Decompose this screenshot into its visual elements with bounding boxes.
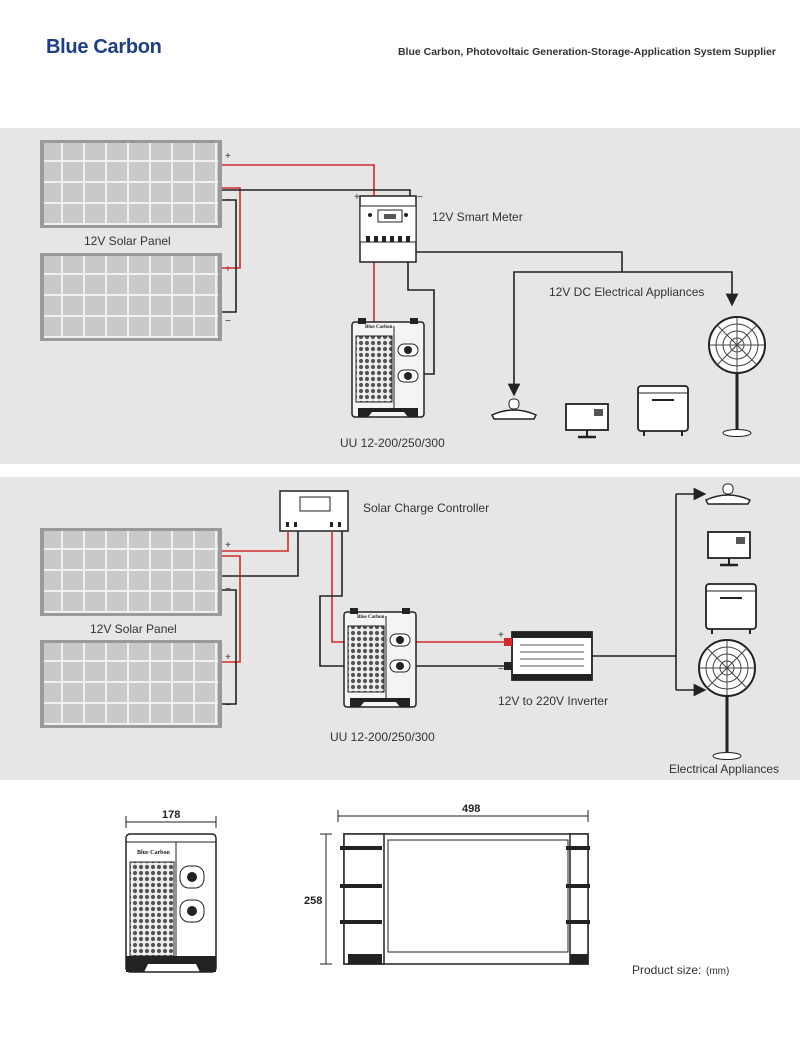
- controller-label: Solar Charge Controller: [363, 501, 489, 515]
- solar-panel-2a: [40, 528, 222, 616]
- solar-panel-1b: [40, 253, 222, 341]
- svg-text:Blue Carbon: Blue Carbon: [137, 850, 171, 856]
- svg-text:Blue Carbon: Blue Carbon: [365, 325, 393, 330]
- wiring-1: [222, 164, 739, 397]
- svg-text:−: −: [417, 192, 423, 203]
- svg-text:+: +: [225, 540, 231, 551]
- solar-panel-label-2: 12V Solar Panel: [90, 622, 177, 636]
- svg-text:−: −: [225, 316, 231, 327]
- svg-text:+: +: [225, 652, 231, 663]
- side-view-drawing: [320, 810, 590, 965]
- appliances-label: Electrical Appliances: [669, 762, 779, 776]
- fridge-icon: [705, 583, 757, 635]
- dimension-width: 178: [162, 809, 180, 821]
- svg-text:−: −: [498, 664, 504, 675]
- fridge-icon: [637, 385, 689, 437]
- fan-icon: [707, 315, 767, 438]
- dimension-length: 498: [462, 803, 480, 815]
- dimension-height: 258: [304, 895, 322, 907]
- svg-text:+: +: [225, 151, 231, 162]
- svg-text:−: −: [225, 700, 231, 711]
- battery-1: Blue Carbon: [351, 317, 425, 418]
- brand-logo: Blue Carbon: [46, 36, 162, 58]
- inverter: [504, 631, 593, 681]
- lamp-icon: [491, 398, 537, 420]
- inverter-label: 12V to 220V Inverter: [498, 694, 608, 708]
- tv-icon: [564, 402, 610, 439]
- solar-panel-2b: [40, 640, 222, 728]
- fan-icon: [697, 638, 757, 761]
- smart-meter: + −: [354, 192, 423, 263]
- product-size-unit: (mm): [706, 966, 729, 977]
- front-view-drawing: Blue Carbon: [125, 816, 217, 973]
- battery-label-2: UU 12-200/250/300: [330, 730, 435, 744]
- svg-text:+: +: [498, 630, 504, 641]
- solar-panel-label-1: 12V Solar Panel: [84, 234, 171, 248]
- lamp-icon: [705, 483, 751, 505]
- solar-charge-controller: [279, 490, 349, 532]
- battery-label-1: UU 12-200/250/300: [340, 436, 445, 450]
- product-size-label: Product size:: [632, 963, 701, 977]
- smart-meter-label: 12V Smart Meter: [432, 210, 523, 224]
- tv-icon: [706, 530, 752, 567]
- svg-text:+: +: [354, 192, 360, 203]
- solar-panel-1a: [40, 140, 222, 228]
- header-tagline: Blue Carbon, Photovoltaic Generation-Sto…: [397, 46, 776, 58]
- svg-text:Blue Carbon: Blue Carbon: [357, 615, 385, 620]
- battery-2: Blue Carbon: [343, 607, 417, 708]
- dc-appliances-label: 12V DC Electrical Appliances: [549, 285, 704, 299]
- svg-text:+: +: [225, 264, 231, 275]
